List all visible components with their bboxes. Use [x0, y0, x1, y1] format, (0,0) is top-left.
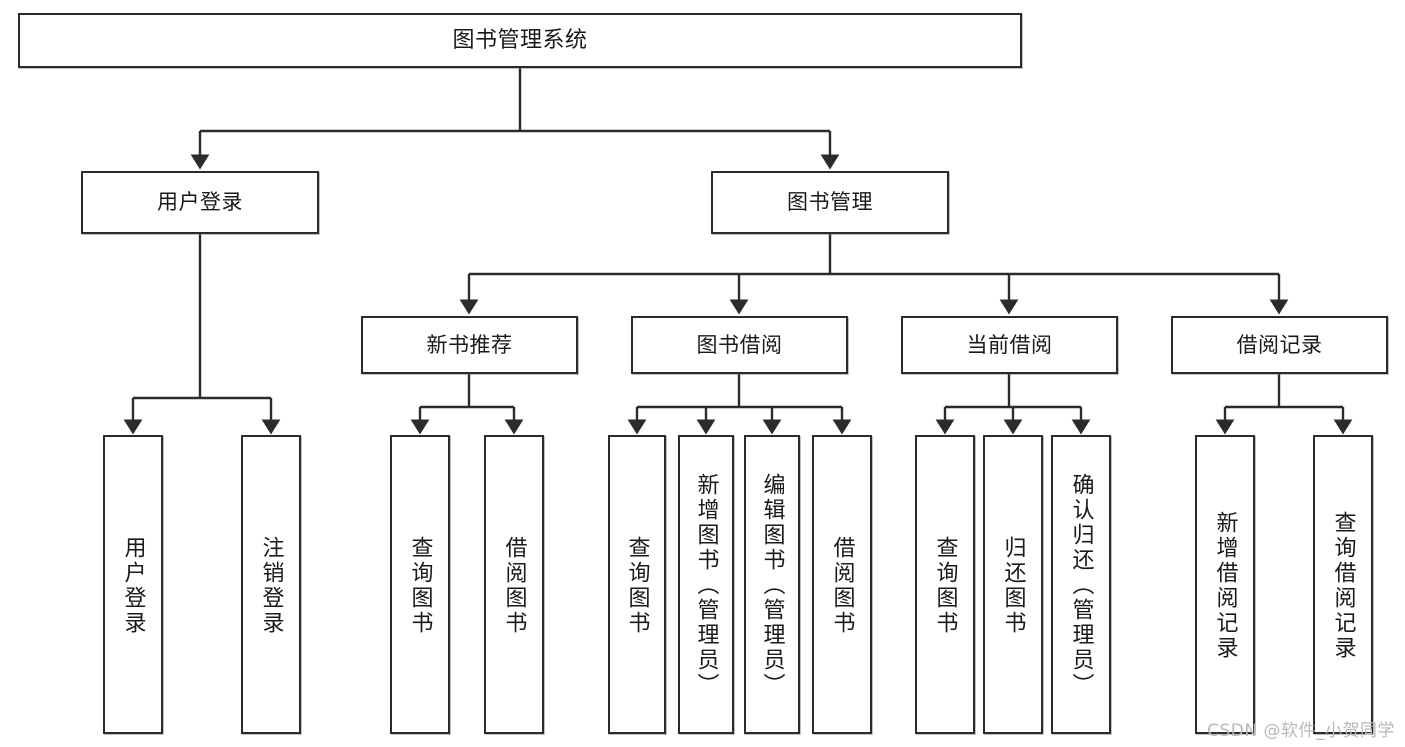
- node-label: 注销登录: [258, 535, 284, 636]
- node-leaf-user-login[interactable]: 用户登录: [103, 435, 163, 734]
- node-label: 新增借阅记录: [1212, 510, 1238, 661]
- node-label: 借阅图书: [501, 535, 527, 636]
- node-label: 确认归还（管理员）: [1068, 473, 1094, 698]
- node-new-book-recommend[interactable]: 新书推荐: [361, 316, 578, 374]
- node-leaf-query-book-recommend[interactable]: 查询图书: [390, 435, 450, 734]
- node-root-system[interactable]: 图书管理系统: [18, 13, 1022, 68]
- node-leaf-query-book-borrow[interactable]: 查询图书: [608, 435, 666, 734]
- node-book-borrow[interactable]: 图书借阅: [631, 316, 848, 374]
- node-leaf-user-logout[interactable]: 注销登录: [241, 435, 301, 734]
- node-leaf-add-borrow-record[interactable]: 新增借阅记录: [1195, 435, 1255, 734]
- node-label: 查询图书: [407, 535, 433, 636]
- node-label: 查询图书: [932, 535, 958, 636]
- node-label: 图书管理: [787, 190, 873, 215]
- node-leaf-query-book-current[interactable]: 查询图书: [915, 435, 975, 734]
- node-borrow-record[interactable]: 借阅记录: [1171, 316, 1388, 374]
- node-label: 新增图书（管理员）: [693, 473, 719, 698]
- node-current-borrow[interactable]: 当前借阅: [901, 316, 1118, 374]
- node-leaf-add-book[interactable]: 新增图书（管理员）: [678, 435, 734, 734]
- node-label: 新书推荐: [426, 332, 513, 357]
- node-leaf-borrow-book-recommend[interactable]: 借阅图书: [484, 435, 544, 734]
- node-leaf-borrow-book[interactable]: 借阅图书: [812, 435, 872, 734]
- node-label: 当前借阅: [966, 332, 1053, 357]
- node-label: 用户登录: [120, 535, 146, 636]
- node-label: 借阅图书: [829, 535, 855, 636]
- node-book-manage[interactable]: 图书管理: [711, 171, 949, 234]
- node-user-login[interactable]: 用户登录: [81, 171, 319, 234]
- node-label: 编辑图书（管理员）: [759, 473, 785, 698]
- watermark-text: CSDN @软件_小贺同学: [1207, 721, 1395, 741]
- node-leaf-edit-book[interactable]: 编辑图书（管理员）: [744, 435, 800, 734]
- node-label: 图书管理系统: [452, 27, 588, 53]
- node-leaf-query-borrow-record[interactable]: 查询借阅记录: [1313, 435, 1373, 734]
- node-label: 查询图书: [624, 535, 650, 636]
- node-label: 借阅记录: [1236, 332, 1323, 357]
- node-label: 图书借阅: [696, 332, 783, 357]
- node-label: 查询借阅记录: [1330, 510, 1356, 661]
- node-leaf-return-book[interactable]: 归还图书: [983, 435, 1043, 734]
- node-leaf-confirm-return[interactable]: 确认归还（管理员）: [1051, 435, 1111, 734]
- node-label: 归还图书: [1000, 535, 1026, 636]
- node-label: 用户登录: [157, 190, 243, 215]
